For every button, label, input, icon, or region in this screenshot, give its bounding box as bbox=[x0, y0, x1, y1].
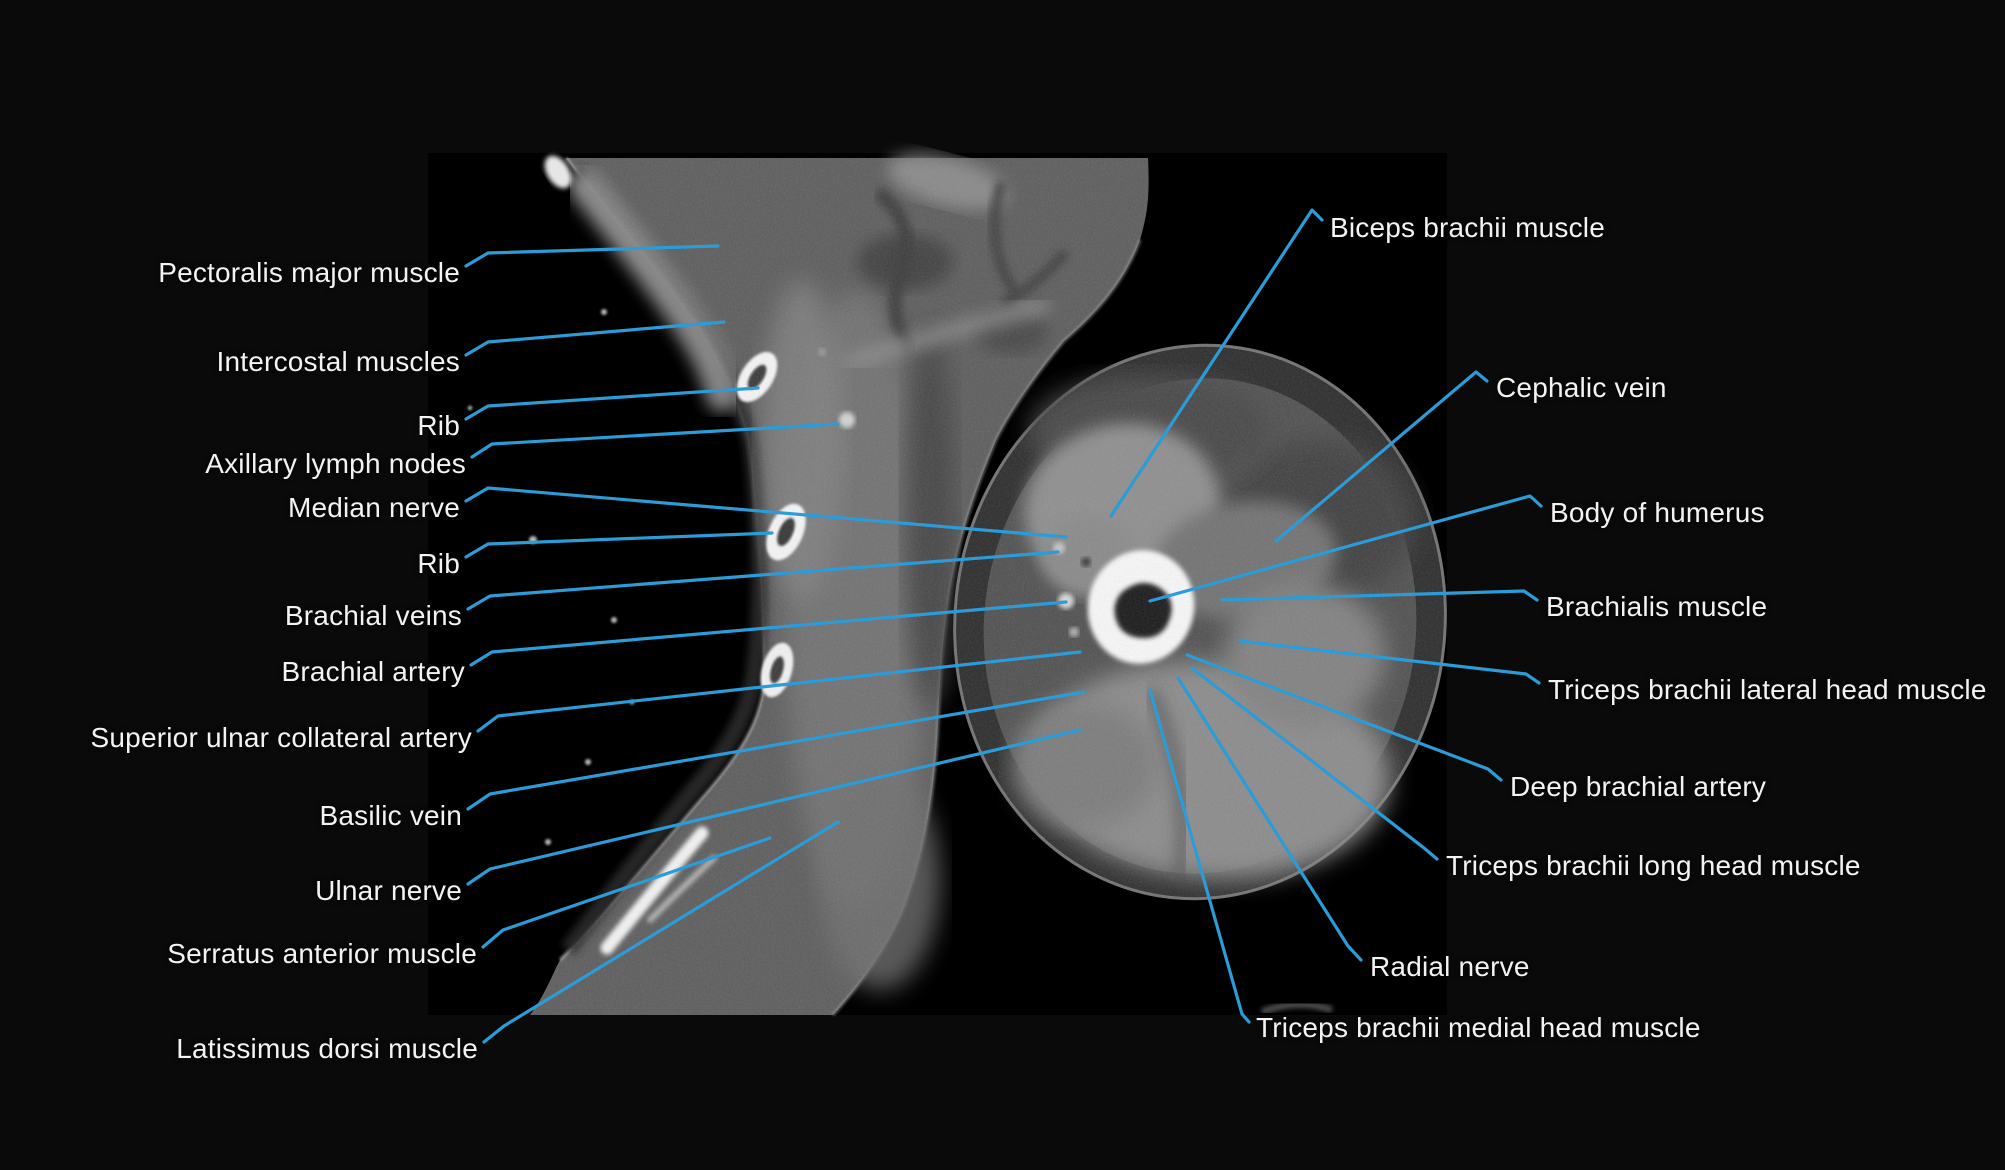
leader-line-right-3 bbox=[1220, 589, 1539, 602]
scan-field bbox=[428, 153, 1447, 1017]
leader-line-left-10 bbox=[466, 728, 1082, 886]
leader-line-right-6 bbox=[1190, 666, 1439, 861]
leader-line-left-1 bbox=[464, 320, 726, 357]
leader-line-left-2 bbox=[464, 386, 760, 421]
leader-lines bbox=[464, 208, 1543, 1044]
leader-line-right-5 bbox=[1185, 653, 1503, 782]
leader-line-left-8 bbox=[476, 650, 1082, 733]
leader-line-right-4 bbox=[1238, 639, 1541, 685]
leader-line-left-7 bbox=[469, 600, 1068, 667]
leader-line-left-5 bbox=[464, 531, 774, 559]
leader-line-left-6 bbox=[466, 550, 1060, 611]
leader-line-right-8 bbox=[1148, 688, 1251, 1024]
leader-line-left-12 bbox=[482, 820, 840, 1044]
leader-line-left-3 bbox=[470, 422, 840, 459]
leader-line-right-7 bbox=[1176, 676, 1363, 962]
leader-line-left-11 bbox=[481, 836, 772, 949]
leader-line-left-9 bbox=[466, 690, 1086, 811]
leader-line-right-0 bbox=[1109, 208, 1324, 518]
leader-line-left-0 bbox=[464, 244, 720, 268]
leader-line-left-4 bbox=[464, 486, 1068, 539]
leader-line-right-1 bbox=[1274, 370, 1489, 543]
leader-line-right-2 bbox=[1148, 494, 1543, 603]
faint-tissue-arc bbox=[1260, 1000, 1334, 1016]
